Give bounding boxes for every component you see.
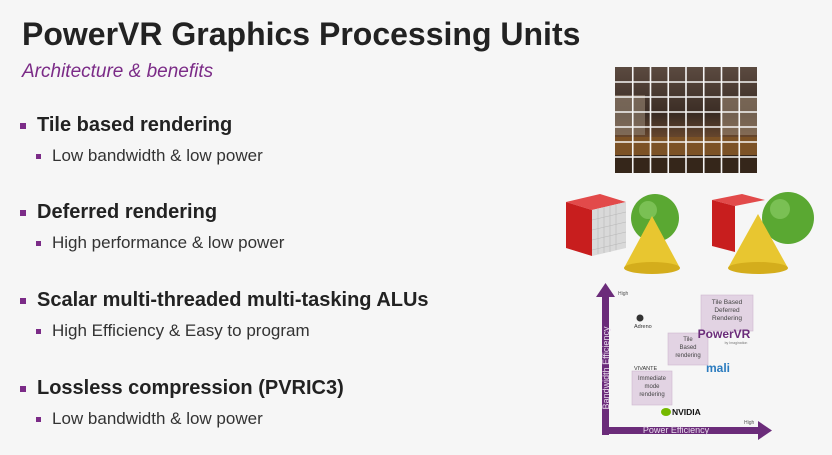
slide-subtitle: Architecture & benefits [22, 61, 214, 82]
x-high-label: High [744, 420, 755, 426]
y-axis [602, 293, 609, 435]
efficiency-chart: Bandwidth Efficiency Power Efficiency Hi… [596, 283, 772, 440]
bullet-square-icon [20, 297, 26, 304]
nvidia-logo: NVIDIA [672, 407, 701, 417]
bullet-item: Deferred rendering High performance & lo… [20, 201, 284, 253]
adreno-logo: Adreno [634, 324, 652, 330]
imr-box [631, 370, 673, 406]
y-high-label: High [618, 291, 629, 297]
sub-bullet-square-icon [36, 153, 41, 159]
tiled-rendering-image [615, 67, 757, 173]
x-axis-label: Power Efficiency [643, 425, 710, 435]
imr-line-1: Immediate [638, 376, 667, 382]
bullet-square-icon [20, 122, 26, 129]
powervr-tagline: by Imagination [725, 341, 748, 345]
bullet-detail: High performance & low power [52, 233, 285, 252]
tbr-box [667, 332, 709, 366]
bullet-heading: Lossless compression (PVRIC3) [37, 377, 344, 399]
sub-bullet-square-icon [36, 416, 41, 422]
bullet-heading: Deferred rendering [37, 201, 218, 223]
imr-line-3: rendering [639, 392, 664, 398]
y-axis-label: Bandwidth Efficiency [601, 326, 611, 409]
sub-bullet-square-icon [36, 240, 41, 246]
mali-logo: mali [706, 361, 730, 375]
bullet-detail: High Efficiency & Easy to program [52, 321, 310, 340]
bullet-square-icon [20, 385, 26, 392]
deferred-rendering-image [566, 192, 814, 274]
vivante-logo: VIVANTE [634, 366, 657, 372]
tbdr-line-2: Deferred [714, 307, 740, 314]
powervr-logo: PowerVR [698, 327, 751, 341]
adreno-logo-icon [636, 314, 644, 322]
bullet-item: Scalar multi-threaded multi-tasking ALUs… [20, 289, 429, 341]
tbr-line-1: Tile [683, 337, 693, 343]
x-axis [602, 427, 762, 434]
slide-title: PowerVR Graphics Processing Units [22, 16, 581, 52]
bullet-item: Tile based rendering Low bandwidth & low… [20, 114, 263, 166]
sub-bullet-square-icon [36, 328, 41, 334]
bullet-item: Lossless compression (PVRIC3) Low bandwi… [20, 377, 344, 429]
nvidia-eye-icon [661, 408, 671, 416]
x-axis-arrow-icon [758, 421, 772, 440]
bullet-heading: Tile based rendering [37, 114, 233, 136]
tbr-line-2: Based [679, 345, 696, 351]
tbdr-line-3: Rendering [712, 315, 742, 322]
bullet-heading: Scalar multi-threaded multi-tasking ALUs [37, 289, 429, 311]
tbr-line-3: rendering [675, 353, 700, 359]
bullet-square-icon [20, 209, 26, 216]
bullet-detail: Low bandwidth & low power [52, 146, 263, 165]
y-axis-arrow-icon [596, 283, 615, 297]
bullet-detail: Low bandwidth & low power [52, 409, 263, 428]
tbdr-line-1: Tile Based [712, 299, 743, 306]
tbdr-box [700, 294, 754, 332]
imr-line-2: mode [644, 384, 660, 390]
